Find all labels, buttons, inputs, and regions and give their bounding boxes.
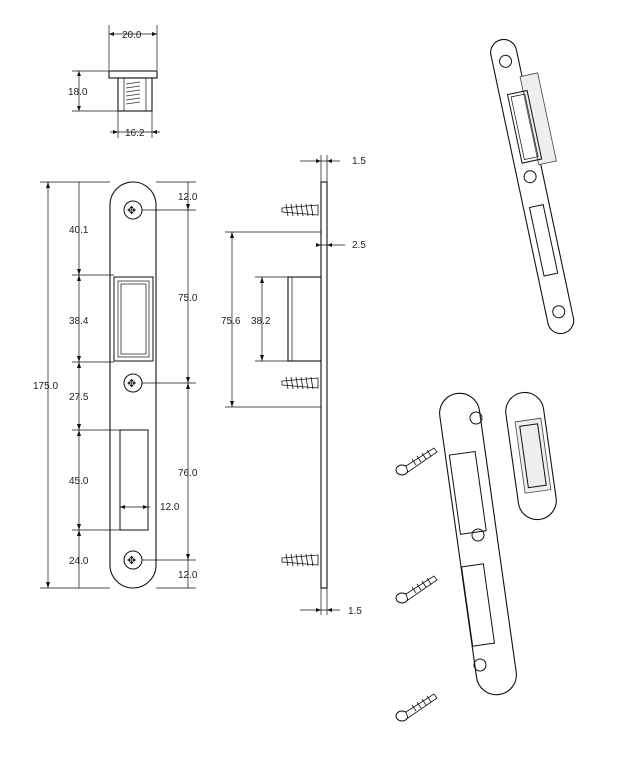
- screw-bottom-icon: ✥: [127, 555, 136, 567]
- screw-middle-icon: ✥: [127, 378, 136, 390]
- to-box-top-label: 40.1: [69, 225, 89, 236]
- latch-box: [113, 276, 154, 362]
- exploded-plate: [439, 392, 517, 696]
- side-screw-top-icon: [281, 203, 319, 217]
- outer-height-label: 75.6: [221, 316, 241, 327]
- exploded-view: [395, 391, 557, 722]
- offset-label: 2.5: [352, 240, 366, 251]
- overall-height-label: 175.0: [33, 381, 58, 392]
- top-view: 20.0 18.0 16.2: [68, 25, 160, 139]
- box-height-label: 38.4: [69, 316, 89, 327]
- screw-spacing-bottom-label: 76.0: [178, 468, 198, 479]
- exploded-screw-1-icon: [395, 447, 438, 476]
- strike-plate: [109, 181, 157, 589]
- inner-height-label: 38.2: [251, 316, 271, 327]
- side-plate: [320, 181, 328, 589]
- side-view: 1.5 2.5 75.6 38.2 1.5: [221, 155, 366, 617]
- slot-height-label: 45.0: [69, 476, 89, 487]
- bottom-margin-label: 12.0: [178, 570, 198, 581]
- side-screw-bottom-icon: [281, 553, 319, 567]
- slot: [119, 429, 149, 531]
- top-margin-label: 12.0: [178, 192, 198, 203]
- slot-to-bottom-label: 24.0: [69, 556, 89, 567]
- front-view: ✥ ✥ ✥ 175.0 40.1 38.4 27: [33, 181, 198, 589]
- exploded-screw-2-icon: [395, 575, 438, 604]
- box-to-screw-label: 27.5: [69, 392, 89, 403]
- plate-thickness-bottom-label: 1.5: [348, 606, 362, 617]
- top-height-label: 18.0: [68, 87, 88, 98]
- slot-width-label: 12.0: [160, 502, 180, 513]
- side-box: [287, 276, 322, 362]
- top-inner-width-label: 16.2: [125, 128, 145, 139]
- exploded-screw-3-icon: [395, 693, 438, 722]
- screw-top-icon: ✥: [127, 205, 136, 217]
- plate-thickness-top-label: 1.5: [352, 156, 366, 167]
- isometric-assembled: [490, 38, 575, 335]
- screw-spacing-top-label: 75.0: [178, 293, 198, 304]
- top-width-label: 20.0: [122, 30, 142, 41]
- side-screw-middle-icon: [281, 376, 319, 390]
